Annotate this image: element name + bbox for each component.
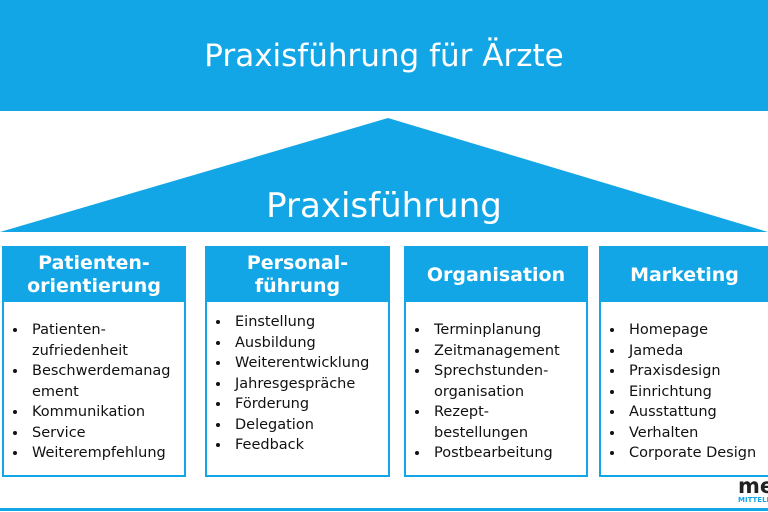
list-item: Einrichtung: [625, 382, 768, 403]
roof-shape: [0, 118, 768, 232]
list-item: Weiterentwicklung: [231, 353, 388, 374]
pillar: Personal- führungEinstellungAusbildungWe…: [205, 246, 390, 477]
list-item: Praxisdesign: [625, 361, 768, 382]
title-banner: Praxisführung für Ärzte: [0, 0, 768, 111]
pillar: Patienten- orientierungPatienten- zufrie…: [2, 246, 186, 477]
list-item: Rezept- bestellungen: [430, 402, 586, 443]
list-item: Jahresgespräche: [231, 374, 388, 395]
list-item: Beschwerdemanag ement: [28, 361, 184, 402]
list-item: Sprechstunden- organisation: [430, 361, 586, 402]
roof-label: Praxisführung: [266, 186, 502, 226]
pillar: OrganisationTerminplanungZeitmanagementS…: [404, 246, 588, 477]
pillar-header: Patienten- orientierung: [4, 248, 184, 302]
list-item: Homepage: [625, 320, 768, 341]
list-item: Förderung: [231, 394, 388, 415]
list-item: Einstellung: [231, 312, 388, 333]
list-item: Ausstattung: [625, 402, 768, 423]
list-item: Zeitmanagement: [430, 341, 586, 362]
pillar-list: HomepageJamedaPraxisdesignEinrichtungAus…: [601, 302, 768, 464]
pillar-list: Patienten- zufriedenheitBeschwerdemanag …: [4, 302, 184, 464]
pillar-header: Marketing: [601, 248, 768, 302]
pillar-header: Personal- führung: [207, 248, 388, 302]
list-item: Feedback: [231, 435, 388, 456]
list-item: Jameda: [625, 341, 768, 362]
list-item: Terminplanung: [430, 320, 586, 341]
list-item: Postbearbeitung: [430, 443, 586, 464]
list-item: Patienten- zufriedenheit: [28, 320, 184, 361]
pillar-list: EinstellungAusbildungWeiterentwicklungJa…: [207, 302, 388, 456]
list-item: Weiterempfehlung: [28, 443, 184, 464]
bottom-divider: [0, 508, 768, 511]
list-item: Kommunikation: [28, 402, 184, 423]
logo: me MITTELP: [738, 474, 768, 505]
list-item: Corporate Design: [625, 443, 768, 464]
logo-main: me: [738, 474, 768, 498]
pillar-header: Organisation: [406, 248, 586, 302]
list-item: Service: [28, 423, 184, 444]
list-item: Ausbildung: [231, 333, 388, 354]
pillar: MarketingHomepageJamedaPraxisdesignEinri…: [599, 246, 768, 477]
pillar-list: TerminplanungZeitmanagementSprechstunden…: [406, 302, 586, 464]
page-title: Praxisführung für Ärzte: [204, 37, 564, 74]
list-item: Verhalten: [625, 423, 768, 444]
logo-sub: MITTELP: [738, 496, 768, 504]
list-item: Delegation: [231, 415, 388, 436]
